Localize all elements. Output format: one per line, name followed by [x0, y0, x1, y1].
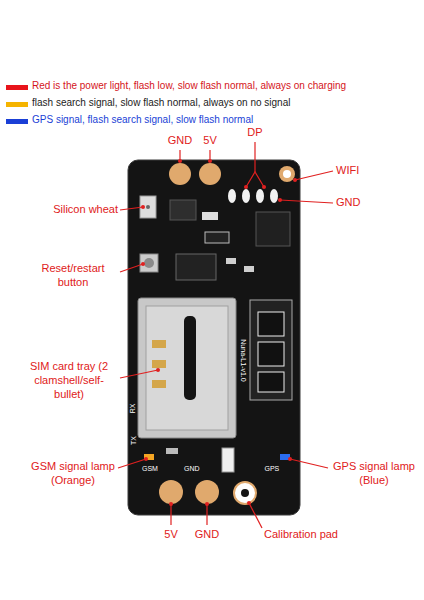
leader-dot: [169, 502, 173, 506]
silkscreen-label: GSM: [142, 465, 158, 472]
pin-label: 5V: [203, 134, 216, 148]
connector: [258, 312, 284, 336]
leader-dot: [247, 501, 251, 505]
silkscreen-pin: RX: [129, 403, 136, 413]
component: [226, 258, 236, 264]
legend-swatch: [6, 85, 28, 90]
leader-dot: [141, 262, 145, 266]
component: [166, 448, 178, 454]
connector: [250, 300, 292, 400]
solder-pad: [199, 163, 221, 185]
leader-lines: [118, 142, 333, 528]
connector: [258, 342, 284, 366]
legend-text: Red is the power light, flash low, slow …: [32, 80, 346, 92]
connector: [258, 372, 284, 392]
calibration-pad: [234, 482, 256, 504]
small-pad: [270, 189, 278, 203]
leader-dot: [244, 185, 248, 189]
pin-label: GND: [336, 196, 360, 210]
chip: [176, 254, 216, 280]
pin-label: 5V: [164, 528, 177, 542]
pin-label: GND: [168, 134, 192, 148]
sim-slot: [184, 316, 196, 400]
mount-hole: [283, 170, 291, 178]
calibration-pad: [241, 489, 249, 497]
small-pad: [256, 189, 264, 203]
silkscreen-label: GPS: [265, 465, 280, 472]
resistor: [205, 232, 229, 243]
leader-dot: [262, 185, 266, 189]
leader-line: [120, 207, 143, 210]
sim-tray: [138, 298, 236, 438]
chip: [256, 212, 290, 246]
part-label: SIM card tray (2 clamshell/self-bullet): [22, 360, 116, 401]
component: [202, 212, 218, 220]
sim-tray: [146, 306, 228, 430]
legend-text: GPS signal, flash search signal, slow fl…: [32, 114, 253, 126]
leader-dot: [144, 457, 148, 461]
part-label: Silicon wheat: [22, 203, 118, 217]
part-label: Reset/restart button: [30, 262, 116, 290]
solder-pad: [169, 163, 191, 185]
leader-dot: [141, 205, 145, 209]
leader-line: [206, 504, 207, 525]
leader-line: [170, 504, 171, 525]
solder-pad: [195, 480, 219, 504]
reset-button: [144, 258, 154, 268]
silkscreen-label: GND: [184, 465, 200, 472]
leader-dot: [278, 198, 282, 202]
leader-line: [254, 142, 255, 172]
leader-dot: [205, 502, 209, 506]
leader-dot: [156, 368, 160, 372]
leader-line: [118, 459, 146, 468]
leader-dot: [208, 159, 212, 163]
leader-dots: [141, 159, 297, 506]
silkscreen-pin: TX: [129, 436, 136, 445]
chip: [170, 200, 196, 220]
leader-line: [280, 200, 333, 203]
microphone: [140, 196, 156, 218]
part-label: GPS signal lamp (Blue): [328, 460, 420, 488]
sim-contact: [152, 380, 166, 388]
reset-button: [140, 254, 158, 272]
leader-dot: [288, 457, 292, 461]
gsm-led: [144, 454, 154, 460]
pcb-board: [128, 160, 300, 515]
leader-line: [246, 172, 264, 187]
part-label: Calibration pad: [264, 528, 338, 542]
leader-line: [120, 370, 158, 378]
board-silkscreen: Nuna-L1-v1.0: [240, 339, 247, 381]
mount-hole: [279, 166, 295, 182]
small-pad: [242, 189, 250, 203]
microphone-hole: [146, 205, 150, 209]
leader-dot: [293, 178, 297, 182]
pin-label: GND: [195, 528, 219, 542]
solder-pad: [159, 480, 183, 504]
leader-line: [290, 459, 328, 468]
leader-line: [249, 503, 262, 528]
legend-text: flash search signal, slow flash normal, …: [32, 97, 290, 109]
component: [244, 266, 254, 272]
leader-line: [295, 171, 333, 180]
capacitor: [222, 448, 234, 472]
legend-swatch: [6, 119, 28, 124]
small-pad: [228, 189, 236, 203]
sim-contact: [152, 360, 166, 368]
leader-line: [120, 264, 143, 272]
pin-label: DP: [247, 126, 262, 140]
pin-label: WIFI: [336, 164, 359, 178]
leader-dot: [178, 159, 182, 163]
legend-swatch: [6, 102, 28, 107]
part-label: GSM signal lamp (Orange): [30, 460, 116, 488]
sim-contact: [152, 340, 166, 348]
